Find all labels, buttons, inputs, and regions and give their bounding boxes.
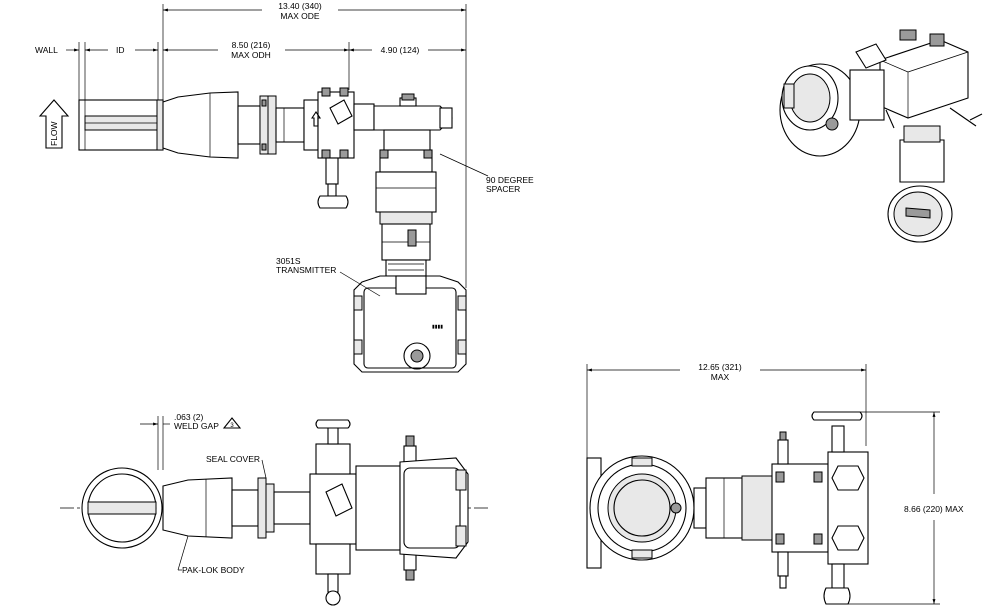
id-label: ID [116,45,125,55]
spacer-90-degree: 90 DEGREE SPACER [373,93,534,194]
weld-gap-label: WELD GAP [174,421,219,431]
pipe-section [78,99,164,151]
side-height-value: 8.66 (220) MAX [904,504,964,514]
seal-cover-label: SEAL COVER [206,454,260,464]
housing-nameplate-mark: ▮▮▮▮ [432,324,443,330]
dim-max-ode: 13.40 (340) MAX ODE [162,1,467,288]
side-elevation-view: 12.65 (321) MAX 8.66 (220) MAX [586,362,964,605]
manifold [303,87,375,209]
spacer-offset-value: 4.90 (124) [381,45,420,55]
flow-arrow: FLOW [38,99,70,149]
side-width-label: MAX [711,372,730,382]
side-width-value: 12.65 (321) [698,362,742,372]
max-odh-label: MAX ODH [231,50,271,60]
transmitter-sensor-module [375,149,437,277]
weld-gap-note-number: 3 [230,423,234,429]
dim-side-width: 12.65 (321) MAX [586,362,867,458]
spacer-label-line1: 90 DEGREE [486,175,534,185]
isometric-view [779,29,983,243]
spacer-label-line2: SPACER [486,184,520,194]
top-plan-view: .063 (2) WELD GAP 3 [60,412,490,606]
max-odh-value: 8.50 (216) [232,40,271,50]
weld-gap-value: .063 (2) [174,412,203,422]
front-elevation-view: 13.40 (340) MAX ODE WALL ID 8.50 (216) M… [35,1,534,373]
max-ode-value: 13.40 (340) [278,1,322,11]
transmitter-label-line2: TRANSMITTER [276,265,336,275]
wall-label: WALL [35,45,58,55]
flow-label: FLOW [49,121,59,146]
pak-lok-body-label: PAK-LOK BODY [182,565,245,575]
sensor-body [162,91,305,159]
transmitter-housing: ▮▮▮▮ 3051S TRANSMITTER [276,256,467,373]
transmitter-label-line1: 3051S [276,256,301,266]
max-ode-label: MAX ODE [280,11,320,21]
dim-weld-gap: .063 (2) WELD GAP 3 [140,412,242,470]
